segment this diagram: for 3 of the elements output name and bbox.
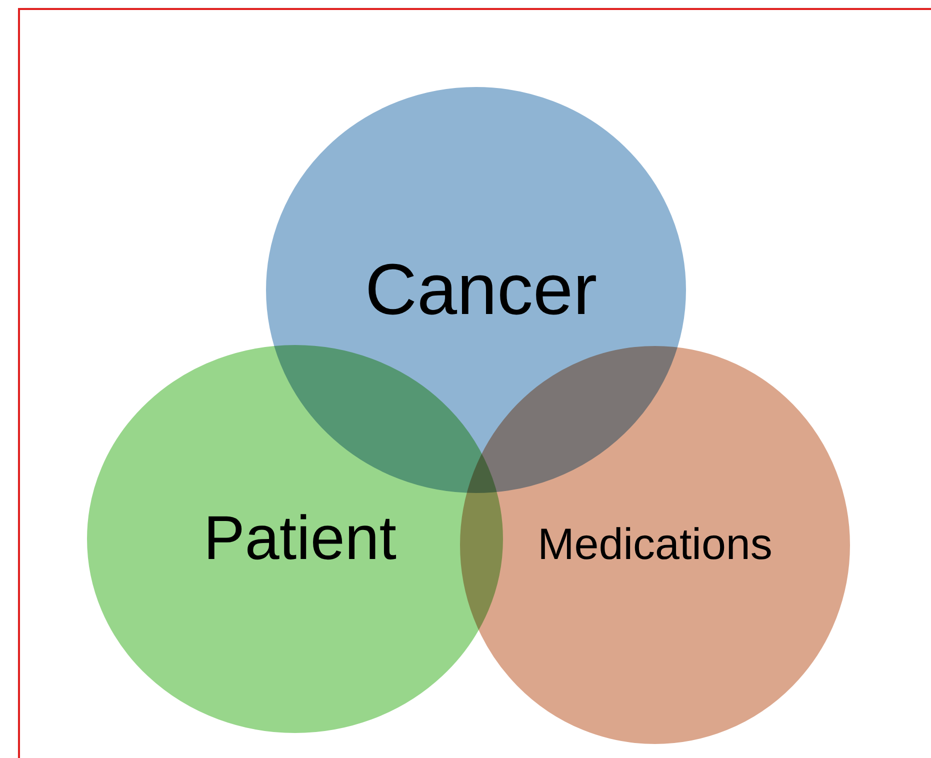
circle-label: Patient bbox=[203, 508, 397, 570]
circle-label: Cancer bbox=[364, 254, 598, 326]
circle-label: Medications bbox=[538, 523, 772, 567]
